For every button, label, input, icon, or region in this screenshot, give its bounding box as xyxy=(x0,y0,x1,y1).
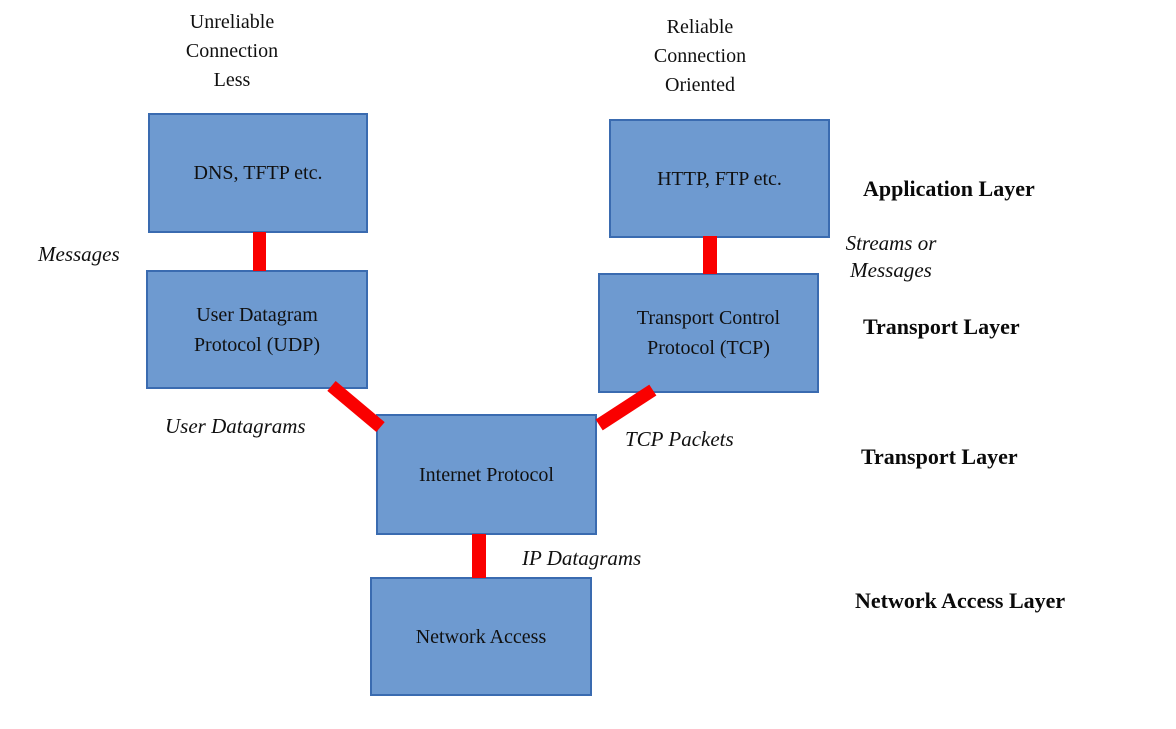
udp-box-label-line: Protocol (UDP) xyxy=(193,333,321,356)
udp-box: User Datagram Protocol (UDP) xyxy=(146,270,368,389)
connector-ip-to-network xyxy=(472,534,486,578)
label-user-datagrams: User Datagrams xyxy=(165,414,306,438)
label-application-layer: Application Layer xyxy=(863,176,1035,201)
connector-dns-to-udp xyxy=(253,232,266,271)
reliable-connection-oriented-header: Reliable Connection Oriented xyxy=(600,13,800,100)
tcp-box-label-line: Transport Control xyxy=(636,307,781,329)
udp-box-label-line: User Datagram xyxy=(196,303,318,326)
connector-http-to-tcp xyxy=(703,236,717,274)
label-streams-line: Streams or xyxy=(845,231,937,255)
header-line: Reliable xyxy=(666,16,734,38)
unreliable-connectionless-header: Unreliable Connection Less xyxy=(132,8,332,95)
dns-tftp-box-label: DNS, TFTP etc. xyxy=(193,162,323,184)
label-streams-line: Messages xyxy=(850,258,932,282)
label-network-access-layer: Network Access Layer xyxy=(855,588,1066,613)
tcp-box-label-line: Protocol (TCP) xyxy=(647,337,770,359)
header-line: Connection xyxy=(185,40,279,62)
header-line: Unreliable xyxy=(189,11,275,33)
label-streams-or-messages: Streams or Messages xyxy=(826,230,956,284)
label-tcp-packets: TCP Packets xyxy=(625,427,734,451)
header-line: Oriented xyxy=(665,74,735,96)
header-line: Less xyxy=(213,69,251,91)
tcp-box: Transport Control Protocol (TCP) xyxy=(598,273,819,393)
network-access-box-label: Network Access xyxy=(415,625,547,648)
internet-protocol-box: Internet Protocol xyxy=(376,414,597,535)
http-ftp-box: HTTP, FTP etc. xyxy=(609,119,830,238)
label-ip-datagrams: IP Datagrams xyxy=(522,546,642,570)
label-messages: Messages xyxy=(38,242,120,266)
internet-protocol-box-label: Internet Protocol xyxy=(419,463,554,486)
label-transport-layer-lower: Transport Layer xyxy=(861,444,1018,469)
dns-tftp-box: DNS, TFTP etc. xyxy=(148,113,368,233)
network-access-box: Network Access xyxy=(370,577,592,696)
http-ftp-box-label: HTTP, FTP etc. xyxy=(657,167,782,190)
header-line: Connection xyxy=(653,45,747,67)
label-transport-layer-upper: Transport Layer xyxy=(863,314,1020,339)
